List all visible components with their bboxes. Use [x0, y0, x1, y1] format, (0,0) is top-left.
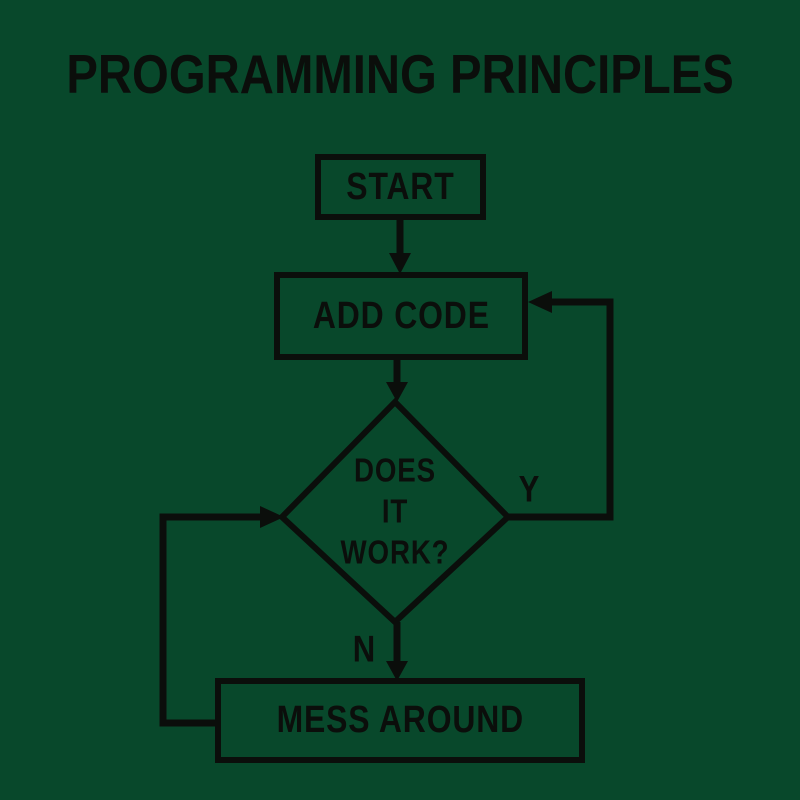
page-title: PROGRAMMING PRINCIPLES — [0, 44, 800, 104]
yes-edge-label: Y — [518, 468, 540, 510]
decision-node: DOES IT WORK? — [341, 450, 450, 573]
no-edge-label: N — [352, 628, 376, 670]
decision-node-label-line2: IT — [381, 492, 409, 530]
arrowhead-decision-yes-to-add-code — [528, 291, 552, 313]
page-title-text: PROGRAMMING PRINCIPLES — [66, 43, 734, 105]
mess-around-node-box — [215, 678, 585, 763]
edge-decision-yes-to-add-code — [508, 298, 614, 521]
arrowhead-add-code-to-decision — [386, 382, 408, 402]
decision-node-label-line1: DOES — [354, 451, 436, 489]
add-code-node-box — [274, 272, 528, 360]
start-node-box — [315, 154, 486, 220]
arrowhead-decision-no-to-mess-around — [386, 661, 408, 681]
arrowhead-mess-around-to-decision — [260, 506, 284, 528]
edge-mess-around-to-decision — [159, 513, 261, 727]
arrowhead-start-to-add-code — [389, 253, 411, 274]
decision-node-label-line3: WORK? — [340, 533, 450, 571]
